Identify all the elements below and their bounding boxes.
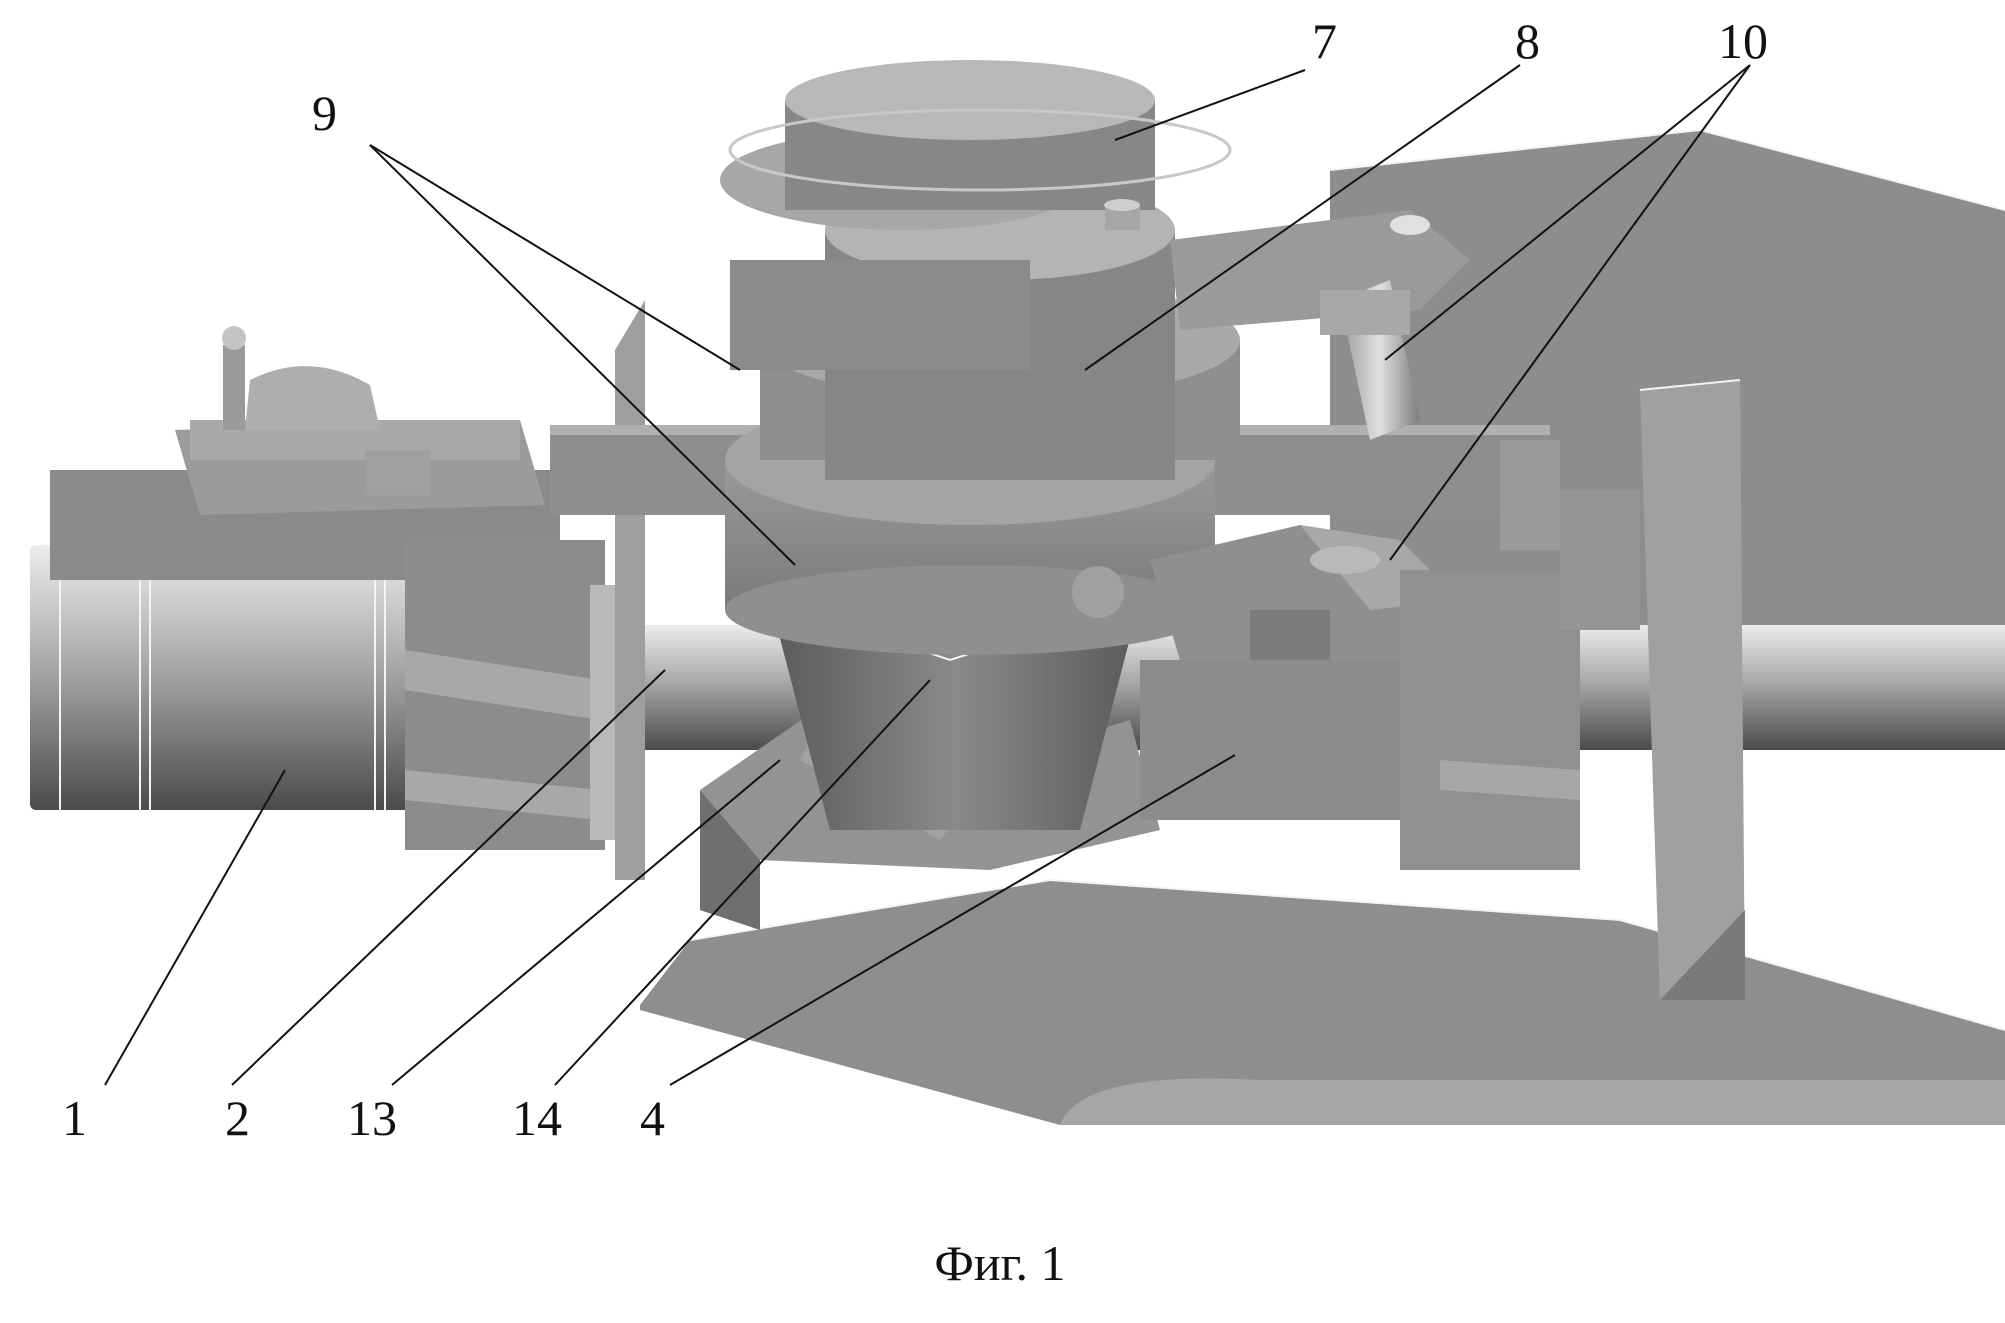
label-7: 7 [1312, 13, 1337, 69]
vertical-plate [615, 300, 645, 880]
leader-4 [669, 754, 1236, 1086]
leader-10a [1384, 64, 1751, 361]
left-clamp [50, 326, 620, 850]
label-14: 14 [512, 1090, 562, 1146]
left-pipe-coupling [30, 545, 410, 810]
label-8: 8 [1515, 13, 1540, 69]
leader-10b [1389, 64, 1751, 561]
right-housing [1072, 490, 1640, 870]
leader-1 [104, 769, 286, 1086]
figure-caption: Фиг. 1 [934, 1235, 1065, 1291]
label-10: 10 [1718, 13, 1768, 69]
label-1: 1 [62, 1090, 87, 1146]
label-4: 4 [640, 1090, 665, 1146]
reference-labels: 1 2 13 14 4 9 7 8 10 [62, 13, 1768, 1146]
leader-lines [104, 64, 1751, 1086]
leader-9b [369, 144, 796, 566]
leader-9a [369, 144, 741, 371]
label-9: 9 [312, 85, 337, 141]
label-2: 2 [225, 1090, 250, 1146]
label-13: 13 [347, 1090, 397, 1146]
leader-8 [1084, 64, 1521, 371]
right-vertical-plate [1639, 379, 1745, 1000]
plough-plate [640, 878, 2005, 1125]
leader-14 [554, 679, 931, 1086]
disc-column [720, 60, 1240, 655]
leader-7 [1114, 69, 1306, 141]
leader-2 [231, 669, 666, 1086]
leader-13 [391, 759, 781, 1086]
upper-rocker-arm [1170, 210, 1470, 440]
